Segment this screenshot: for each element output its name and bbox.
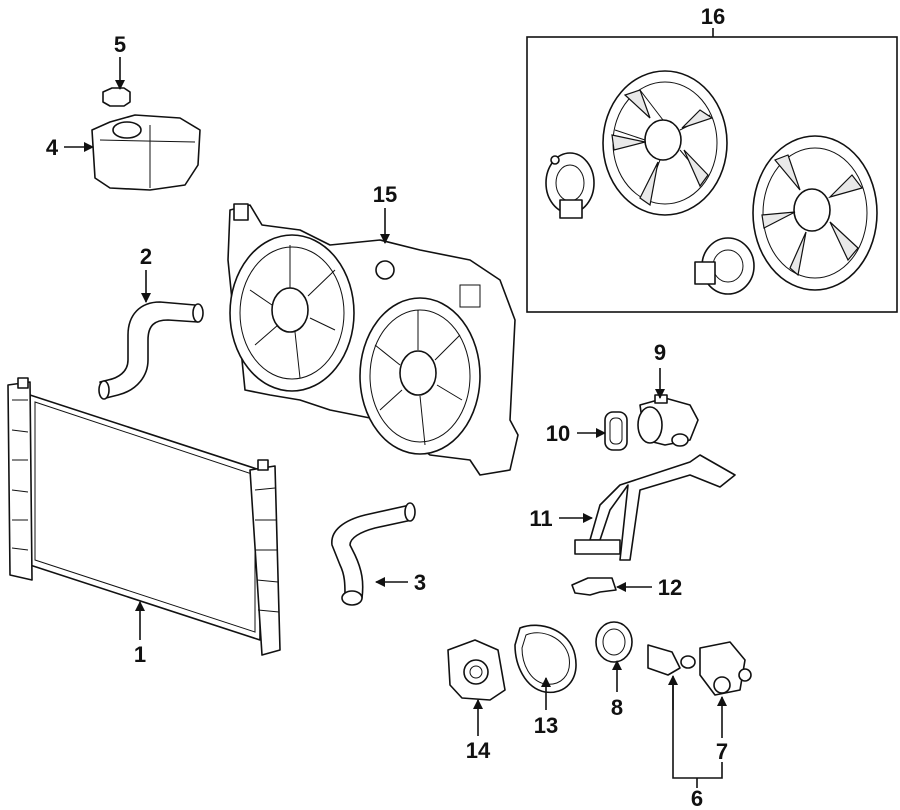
housing-seal [514,624,577,694]
fan-blade-right [752,135,878,291]
fan-kit-group [526,28,898,313]
callout-4: 4 [46,135,59,160]
coolant-reservoir [91,114,201,191]
pipe-gasket [571,577,617,596]
water-outlet [637,394,699,447]
fan-shroud-assembly [227,203,519,476]
callout-10: 10 [546,421,570,446]
callout-15: 15 [373,182,397,207]
thermostat-housing [699,641,752,696]
callout-14: 14 [466,738,491,763]
reservoir-cap [102,87,131,107]
fan-motor-left [545,152,595,219]
fan-kit-box [526,36,898,313]
thermostat [647,644,696,676]
upper-radiator-hose [98,301,204,400]
callout-3: 3 [414,570,426,595]
fan-motor-right [694,237,755,295]
callout-7: 7 [716,739,728,764]
callout-labels: 16 5 4 2 15 1 3 9 10 11 12 13 8 14 7 6 [46,4,728,810]
callout-13: 13 [534,713,558,738]
callout-5: 5 [114,32,126,57]
lower-radiator-hose [331,502,416,606]
coolant-pipe [574,454,736,561]
callout-16: 16 [701,4,725,29]
callout-9: 9 [654,340,666,365]
water-pump-housing [447,639,506,701]
hose-clamp [595,621,633,663]
callout-8: 8 [611,695,623,720]
radiator [7,377,281,656]
callout-1: 1 [134,642,146,667]
callout-2: 2 [140,244,152,269]
fan-blade-left [602,70,728,216]
callout-11: 11 [529,506,552,531]
callout-12: 12 [658,575,682,600]
leader-lines [64,57,727,788]
callout-6: 6 [691,786,703,810]
outlet-gasket [604,411,628,451]
